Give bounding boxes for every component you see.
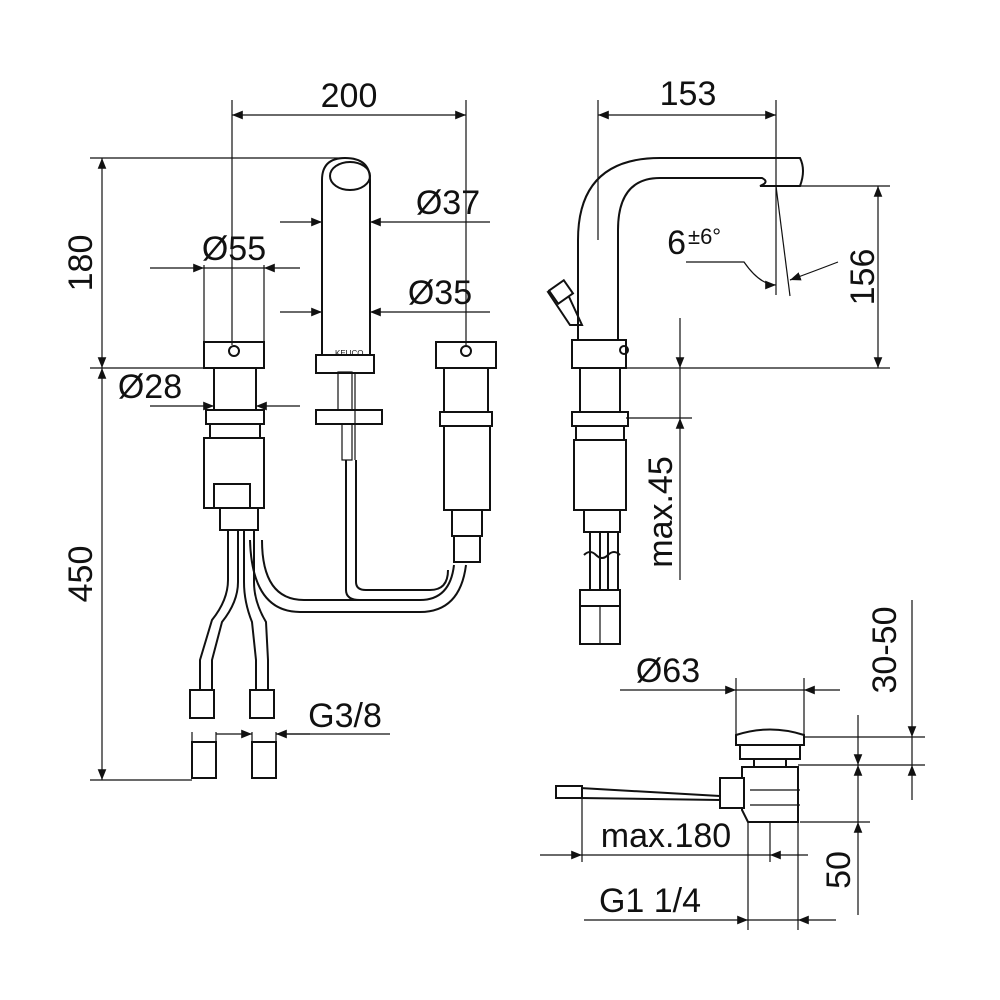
waste-body: [555, 728, 805, 823]
dim-55-label: Ø55: [202, 230, 266, 268]
dim-g114-label: G1 1/4: [599, 882, 701, 920]
dim-153: 153: [597, 75, 777, 295]
dim-55: Ø55: [150, 230, 300, 345]
dim-30-50-label: 30-50: [866, 607, 904, 694]
dim-50: 50: [800, 715, 870, 915]
dim-max180: max.180: [540, 798, 808, 862]
dim-g38-label: G3/8: [308, 697, 382, 735]
hoses: [189, 460, 467, 779]
dim-28: Ø28: [118, 368, 300, 411]
pop-up-waste: Ø63 30-50 max.180 50: [540, 600, 925, 930]
dim-156-label: 156: [844, 249, 882, 306]
dim-450: 450: [62, 368, 192, 781]
dim-180-label: 180: [62, 235, 100, 292]
dim-200: 200: [231, 77, 467, 345]
dim-180: 180: [62, 157, 345, 369]
dim-35: Ø35: [280, 274, 490, 317]
dim-angle-tolerance: ±6°: [688, 224, 721, 249]
dim-angle-value: 6: [667, 224, 686, 262]
dim-37: Ø37: [280, 184, 490, 227]
dim-63: Ø63: [620, 652, 840, 735]
dim-450-label: 450: [62, 546, 100, 603]
dim-50-label: 50: [820, 851, 858, 889]
side-view: 153 6 ±6° 156 max.45: [546, 75, 890, 645]
spout-body: KEUCO: [315, 156, 383, 461]
dim-28-label: Ø28: [118, 368, 182, 406]
dim-200-label: 200: [321, 77, 378, 115]
front-view: KEUCO: [62, 77, 497, 781]
dim-max180-label: max.180: [601, 817, 731, 855]
dim-g38: G3/8: [191, 697, 390, 742]
dim-g114: G1 1/4: [584, 822, 836, 930]
dim-angle: 6 ±6°: [667, 185, 839, 297]
dim-153-label: 153: [660, 75, 717, 113]
dim-37-label: Ø37: [416, 184, 480, 222]
dim-63-label: Ø63: [636, 652, 700, 690]
dim-156: 156: [626, 185, 890, 369]
dim-35-label: Ø35: [408, 274, 472, 312]
svg-text:KEUCO: KEUCO: [335, 349, 363, 358]
dim-max45: max.45: [626, 318, 692, 580]
dim-max45-label: max.45: [642, 456, 680, 568]
left-valve: [203, 341, 265, 531]
dim-30-50: 30-50: [798, 600, 925, 800]
right-valve: [435, 341, 497, 563]
